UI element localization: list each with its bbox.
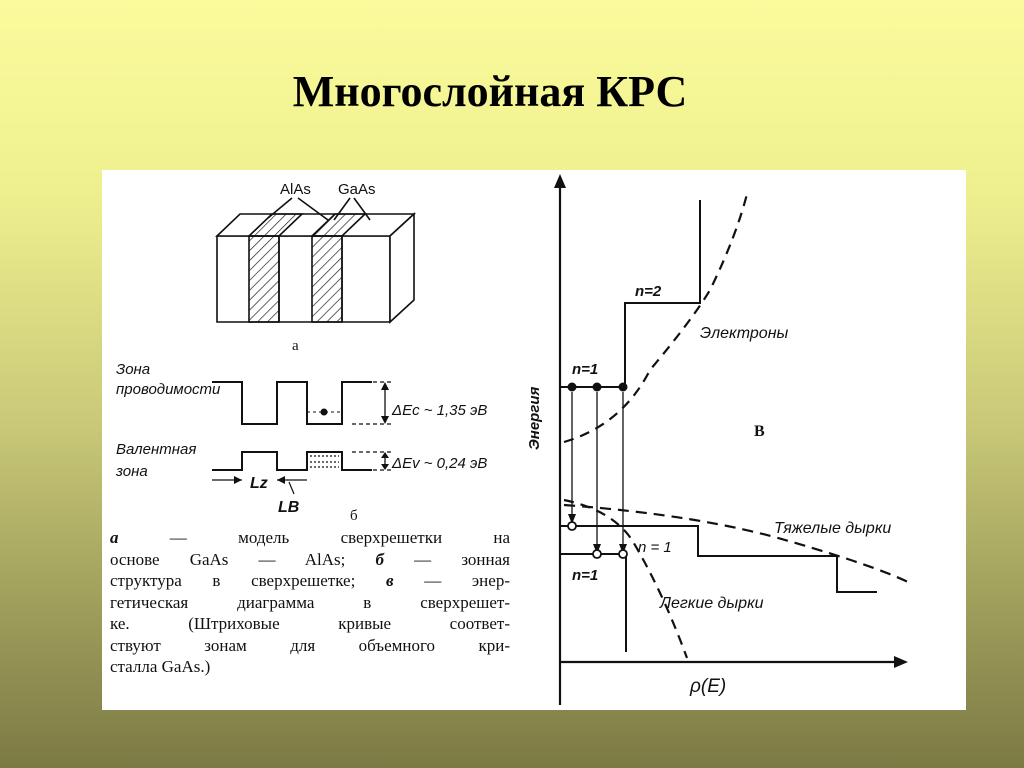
caption-line: — зонная: [384, 549, 510, 569]
energy-axis: [558, 182, 902, 705]
delta-ev-label: ΔEv ~ 0,24 эВ: [391, 455, 487, 472]
caption-line: структура в сверхрешетке;: [110, 571, 386, 590]
electron-state-dot: [320, 408, 328, 416]
panel-label-c: В: [754, 423, 765, 440]
caption-line: сталла GaAs.): [110, 657, 211, 676]
conduction-band-profile: [212, 381, 372, 425]
conduction-band-label: Зона: [116, 361, 150, 378]
caption-line: ке. (Штриховые кривые соответ-: [110, 614, 510, 633]
caption-line: ствуют зонам для объемного кри-: [110, 635, 510, 655]
figure-caption: а — модель сверхрешетки на основе GaAs —…: [110, 527, 510, 678]
superlattice-block: [215, 197, 417, 324]
y-axis-label: Энергия: [526, 386, 543, 450]
bulk-electron-curve: [563, 189, 750, 444]
caption-line: — модель сверхрешетки на: [118, 528, 510, 547]
panel-label-a: а: [292, 338, 299, 354]
heavy-hole-staircase: [560, 525, 877, 593]
gaas-label: GaAs: [338, 181, 376, 198]
valence-band-label-2: зона: [115, 463, 148, 480]
lb-label: LB: [278, 499, 299, 516]
heavy-hole-level-dot: [567, 521, 577, 531]
alas-label: AlAs: [280, 181, 311, 198]
delta-ec-label: ΔEc ~ 1,35 эВ: [391, 402, 487, 419]
caption-mark-a: а: [110, 528, 119, 547]
electron-level-dot: [592, 382, 602, 392]
n1-light-label: n=1: [572, 567, 598, 584]
lz-label: Lz: [250, 475, 268, 492]
caption-line: гетическая диаграмма в сверхрешет-: [110, 592, 510, 612]
slide-title: Многослойная КРС: [292, 67, 688, 116]
electrons-label: Электроны: [700, 325, 789, 342]
superlattice-figure: AlAs GaAs а Зона проводимости Валентная …: [115, 174, 909, 705]
electron-level-dot: [618, 382, 628, 392]
heavy-holes-label: Тяжелые дырки: [774, 520, 891, 537]
conduction-band-label-2: проводимости: [116, 381, 221, 398]
light-hole-level-dot: [592, 549, 602, 559]
n1-electrons-label: n=1: [572, 361, 598, 378]
caption-line: — энер-: [393, 571, 510, 590]
panel-label-b: б: [350, 508, 358, 524]
heavy-hole-bulk-curve: [563, 503, 909, 583]
alas-layer: [311, 235, 343, 323]
electron-dos-staircase: [560, 200, 701, 388]
figure-panel: AlAs GaAs а Зона проводимости Валентная …: [102, 170, 966, 710]
valence-band-label: Валентная: [116, 441, 196, 458]
valence-band-profile: [212, 451, 372, 471]
electron-level-dot: [567, 382, 577, 392]
caption-mark-c: в: [385, 571, 394, 590]
caption-mark-b: б: [375, 549, 385, 569]
light-holes-label: Легкие дырки: [659, 595, 764, 612]
n2-label: n=2: [635, 283, 662, 300]
light-hole-level-dot: [618, 549, 628, 559]
x-axis-label: ρ(E): [689, 676, 726, 697]
n1-heavy-label: n = 1: [638, 539, 672, 556]
light-hole-bulk-curve: [563, 498, 689, 659]
alas-layer: [248, 235, 280, 323]
caption-line: основе GaAs — AlAs;: [110, 549, 376, 569]
